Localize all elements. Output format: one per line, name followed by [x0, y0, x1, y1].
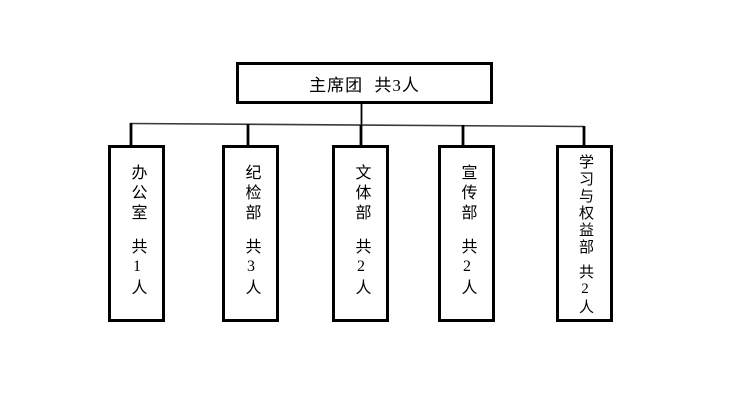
department-name-label: 办公室: [128, 164, 146, 224]
department-name-label: 宣传部: [458, 164, 476, 224]
bus-line: [129, 122, 585, 128]
department-name-label: 文体部: [352, 164, 370, 224]
department-box-1: 办公室 共1人: [108, 145, 165, 322]
root-label: 主席团 共3人: [309, 75, 420, 95]
department-count-label: 共3人: [242, 238, 260, 299]
department-name-label: 纪检部: [242, 164, 260, 224]
department-box-2: 纪检部 共3人: [222, 145, 279, 322]
department-box-4: 宣传部 共2人: [438, 145, 495, 322]
department-name-label: 学习与权益部: [577, 154, 593, 256]
department-count-label: 共2人: [458, 238, 476, 299]
department-count-label: 共2人: [352, 238, 370, 299]
root-box: 主席团 共3人: [236, 62, 493, 104]
department-box-5: 学习与权益部 共2人: [556, 145, 613, 322]
department-box-3: 文体部 共2人: [332, 145, 389, 322]
department-count-label: 共1人: [128, 238, 146, 299]
department-count-label: 共2人: [577, 264, 593, 316]
